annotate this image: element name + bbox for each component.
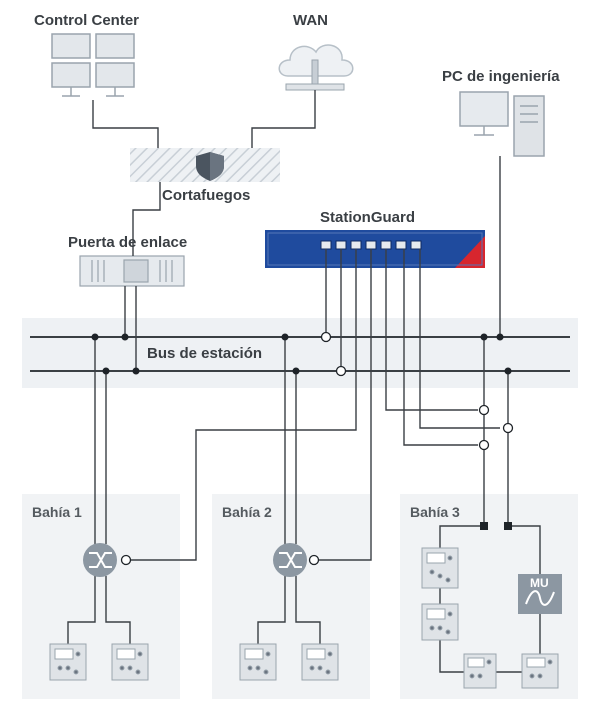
merging-unit-device: [518, 574, 562, 614]
control-center-label: Control Center: [34, 12, 139, 29]
shield-icon: [196, 152, 224, 181]
ied-devices: [49, 547, 559, 689]
pc-ingenieria-label: PC de ingeniería: [442, 68, 560, 85]
station-bus-label: Bus de estación: [147, 345, 263, 362]
wan-cloud-icon: [278, 44, 354, 91]
bay1-panel: [22, 494, 180, 699]
gateway-device: [79, 255, 185, 287]
stationguard-label: StationGuard: [320, 209, 416, 226]
network-wiring: [30, 90, 570, 673]
firewall-label: Cortafuegos: [162, 187, 251, 204]
bay1-switch-icon: [83, 543, 117, 577]
mu-label: MU: [530, 576, 549, 590]
wan-label: WAN: [293, 12, 328, 29]
stationguard-ports: [320, 240, 422, 250]
bay1-label: Bahía 1: [32, 504, 82, 520]
bus-junctions: [91, 333, 512, 530]
bay3-label: Bahía 3: [410, 504, 460, 520]
bay2-label: Bahía 2: [222, 504, 272, 520]
station-bus-band: [22, 318, 578, 388]
gateway-label: Puerta de enlace: [68, 234, 188, 251]
control-center-icon: [51, 33, 135, 97]
bay2-panel: [212, 494, 370, 699]
monitor-taps: [120, 331, 514, 566]
bay2-switch-icon: [273, 543, 307, 577]
engineering-pc-icon: [459, 91, 545, 157]
